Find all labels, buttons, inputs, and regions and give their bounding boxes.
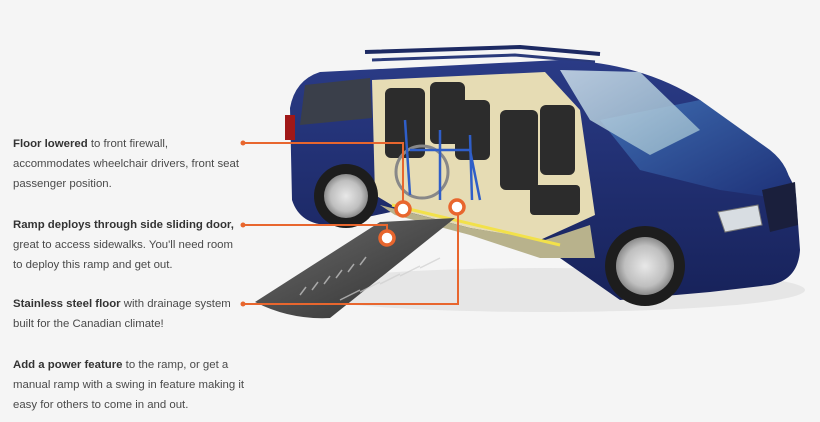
floor-edge-strip	[391, 203, 561, 247]
wheelchair	[394, 119, 482, 201]
callout-title: Stainless steel floor	[13, 298, 121, 310]
headlight	[717, 204, 763, 233]
windshield	[560, 70, 700, 155]
callout-line-steel	[243, 207, 459, 305]
callout-body: with drainage system built for the Canad…	[13, 298, 231, 330]
tail-light	[285, 115, 295, 140]
marker-steel	[448, 198, 466, 216]
callout-body: to front firewall, accommodates wheelcha…	[13, 138, 240, 190]
callout-line-floor	[243, 142, 404, 209]
rear-window	[300, 78, 372, 125]
floor	[380, 205, 595, 258]
callout-title: Floor lowered	[13, 138, 88, 150]
marker-ramp	[378, 229, 396, 247]
callout-body: to the ramp, or get a manual ramp with a…	[13, 359, 245, 411]
callout-markers	[378, 198, 466, 247]
ramp	[255, 218, 455, 319]
callout-power-feature: Add a power feature to the ramp, or get …	[13, 355, 245, 415]
ramp-slots	[299, 256, 441, 301]
callout-body: great to access sidewalks. You'll need r…	[13, 239, 233, 271]
front-rim	[616, 237, 674, 295]
rear-rim	[324, 174, 368, 218]
grille	[762, 182, 798, 232]
callout-stainless-floor: Stainless steel floor with drainage syst…	[13, 294, 245, 334]
callout-dots	[240, 140, 246, 307]
callout-title: Add a power feature	[13, 359, 123, 371]
callout-floor-lowered: Floor lowered to front firewall, accommo…	[13, 134, 245, 194]
callout-title: Ramp deploys through side sliding door,	[13, 219, 234, 231]
marker-floor	[394, 200, 412, 218]
callout-ramp-deploys: Ramp deploys through side sliding door, …	[13, 215, 245, 275]
seats	[385, 82, 580, 215]
